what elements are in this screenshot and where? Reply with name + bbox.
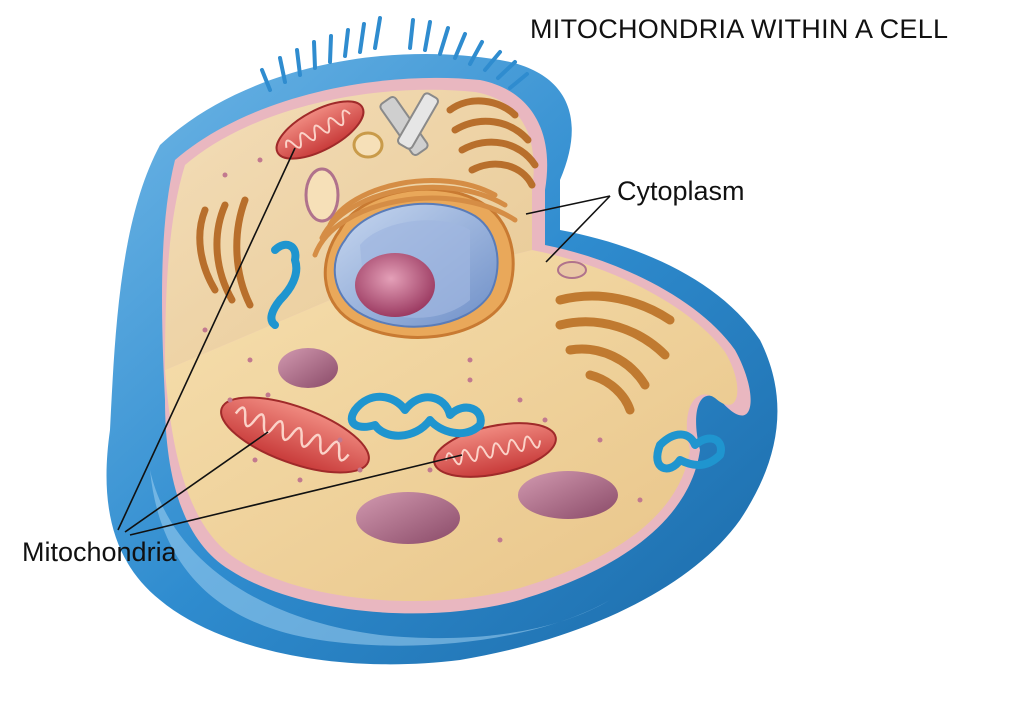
cytoplasm-label: Cytoplasm xyxy=(617,176,745,206)
vesicles xyxy=(278,131,618,544)
cytoplasm-leader-lines xyxy=(525,195,611,263)
diagram-title: MITOCHONDRIA WITHIN A CELL xyxy=(530,14,949,44)
ribosomes xyxy=(202,157,643,543)
smooth-er xyxy=(267,240,725,473)
nucleolus xyxy=(355,253,435,317)
mitochondrion-lower-left xyxy=(220,396,370,474)
microvilli xyxy=(260,16,529,92)
mitochondria-leader-lines xyxy=(117,147,463,536)
golgi-apparatus-top xyxy=(446,97,539,189)
mitochondrion-top xyxy=(275,100,365,160)
golgi-apparatus-right xyxy=(555,291,675,415)
mitochondria-label: Mitochondria xyxy=(22,537,177,567)
golgi-apparatus-left xyxy=(196,196,254,309)
centrioles xyxy=(379,92,439,156)
endoplasmic-reticulum xyxy=(312,178,518,258)
nucleus xyxy=(323,187,515,339)
